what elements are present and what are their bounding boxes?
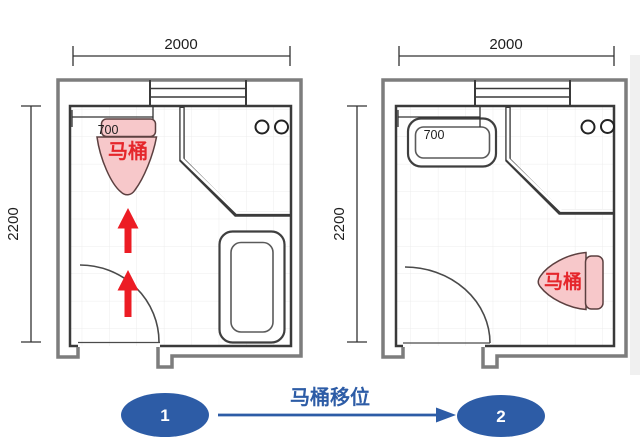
flow-step-2-number: 2 <box>496 407 505 426</box>
plan2-toilet: 马桶 <box>537 251 604 311</box>
plan1-washing-machine <box>218 230 286 344</box>
plan1-inner-wall <box>68 104 293 348</box>
plan2-door <box>403 266 491 344</box>
plan2-outer-wall <box>381 78 628 369</box>
edge-shadow <box>630 55 640 375</box>
plan2-window <box>474 80 571 106</box>
plan2-washing-machine <box>406 117 498 168</box>
plan2-shower-partition <box>505 106 614 215</box>
flow-step-1-badge <box>121 393 209 437</box>
plan2-fixture-width-label: 700 <box>424 128 445 142</box>
plan2-toilet-label: 马桶 <box>544 270 582 293</box>
plan1-window <box>149 80 247 106</box>
plan-1-original: 2000 2200 700 马桶 <box>5 36 303 369</box>
flow-arrowhead-icon <box>436 407 456 423</box>
plan2-width-dim-label: 2000 <box>489 36 522 53</box>
flow-step-2-badge <box>457 395 545 437</box>
move-arrow-up-2 <box>117 270 139 317</box>
flow-row: 1 马桶移位 2 <box>121 385 545 437</box>
plan1-height-dim-label: 2200 <box>5 207 22 240</box>
plan2-dimensions <box>347 46 615 343</box>
plan1-dimensions <box>21 46 291 343</box>
plan1-outer-wall <box>56 78 303 369</box>
plan1-shower-partition <box>179 106 291 217</box>
plan1-width-dim-label: 2000 <box>164 36 197 53</box>
move-arrow-up-1 <box>117 208 139 253</box>
plan1-toilet-width-label: 700 <box>98 123 119 137</box>
plan2-water-valves <box>580 119 615 135</box>
plan1-toilet-label: 马桶 <box>108 139 148 163</box>
plan1-move-arrows <box>117 208 139 317</box>
flow-step-1-number: 1 <box>160 406 169 425</box>
flow-transition-label: 马桶移位 <box>290 385 370 409</box>
plan2-height-dim-label: 2200 <box>331 207 348 240</box>
plan-2-relocated: 2000 2200 700 马桶 <box>331 36 628 369</box>
plan2-inner-wall <box>394 104 616 348</box>
plan1-toilet: 700 马桶 <box>96 118 158 196</box>
plan1-water-valves <box>254 119 289 135</box>
